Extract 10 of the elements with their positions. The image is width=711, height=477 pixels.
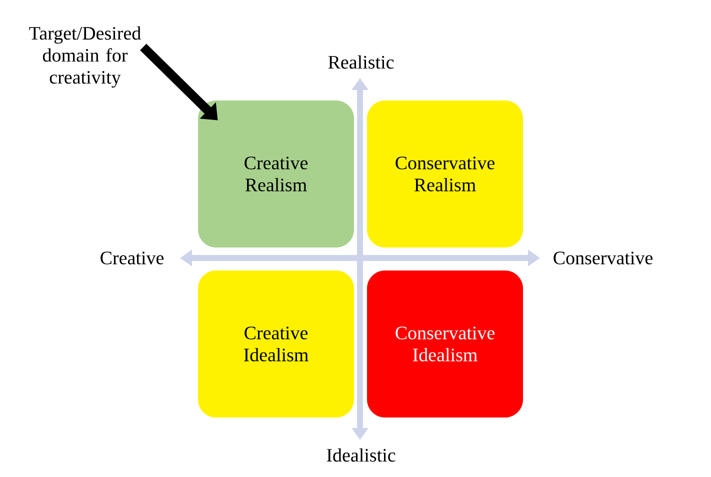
axis-label: Realistic	[328, 55, 394, 69]
callout-text: Target/Desired domain for creativity	[29, 26, 141, 88]
quadrant-box: Conservative Realism	[367, 100, 523, 248]
arrow	[140, 44, 218, 120]
quadrant-box: Creative Realism	[198, 100, 354, 248]
quadrant-box: Creative Idealism	[198, 270, 354, 418]
axis-label: Creative	[100, 252, 164, 264]
axis-label: Idealistic	[326, 448, 396, 462]
quadrant-box: Conservative Idealism	[367, 270, 523, 418]
axis-label: Conservative	[554, 252, 652, 264]
